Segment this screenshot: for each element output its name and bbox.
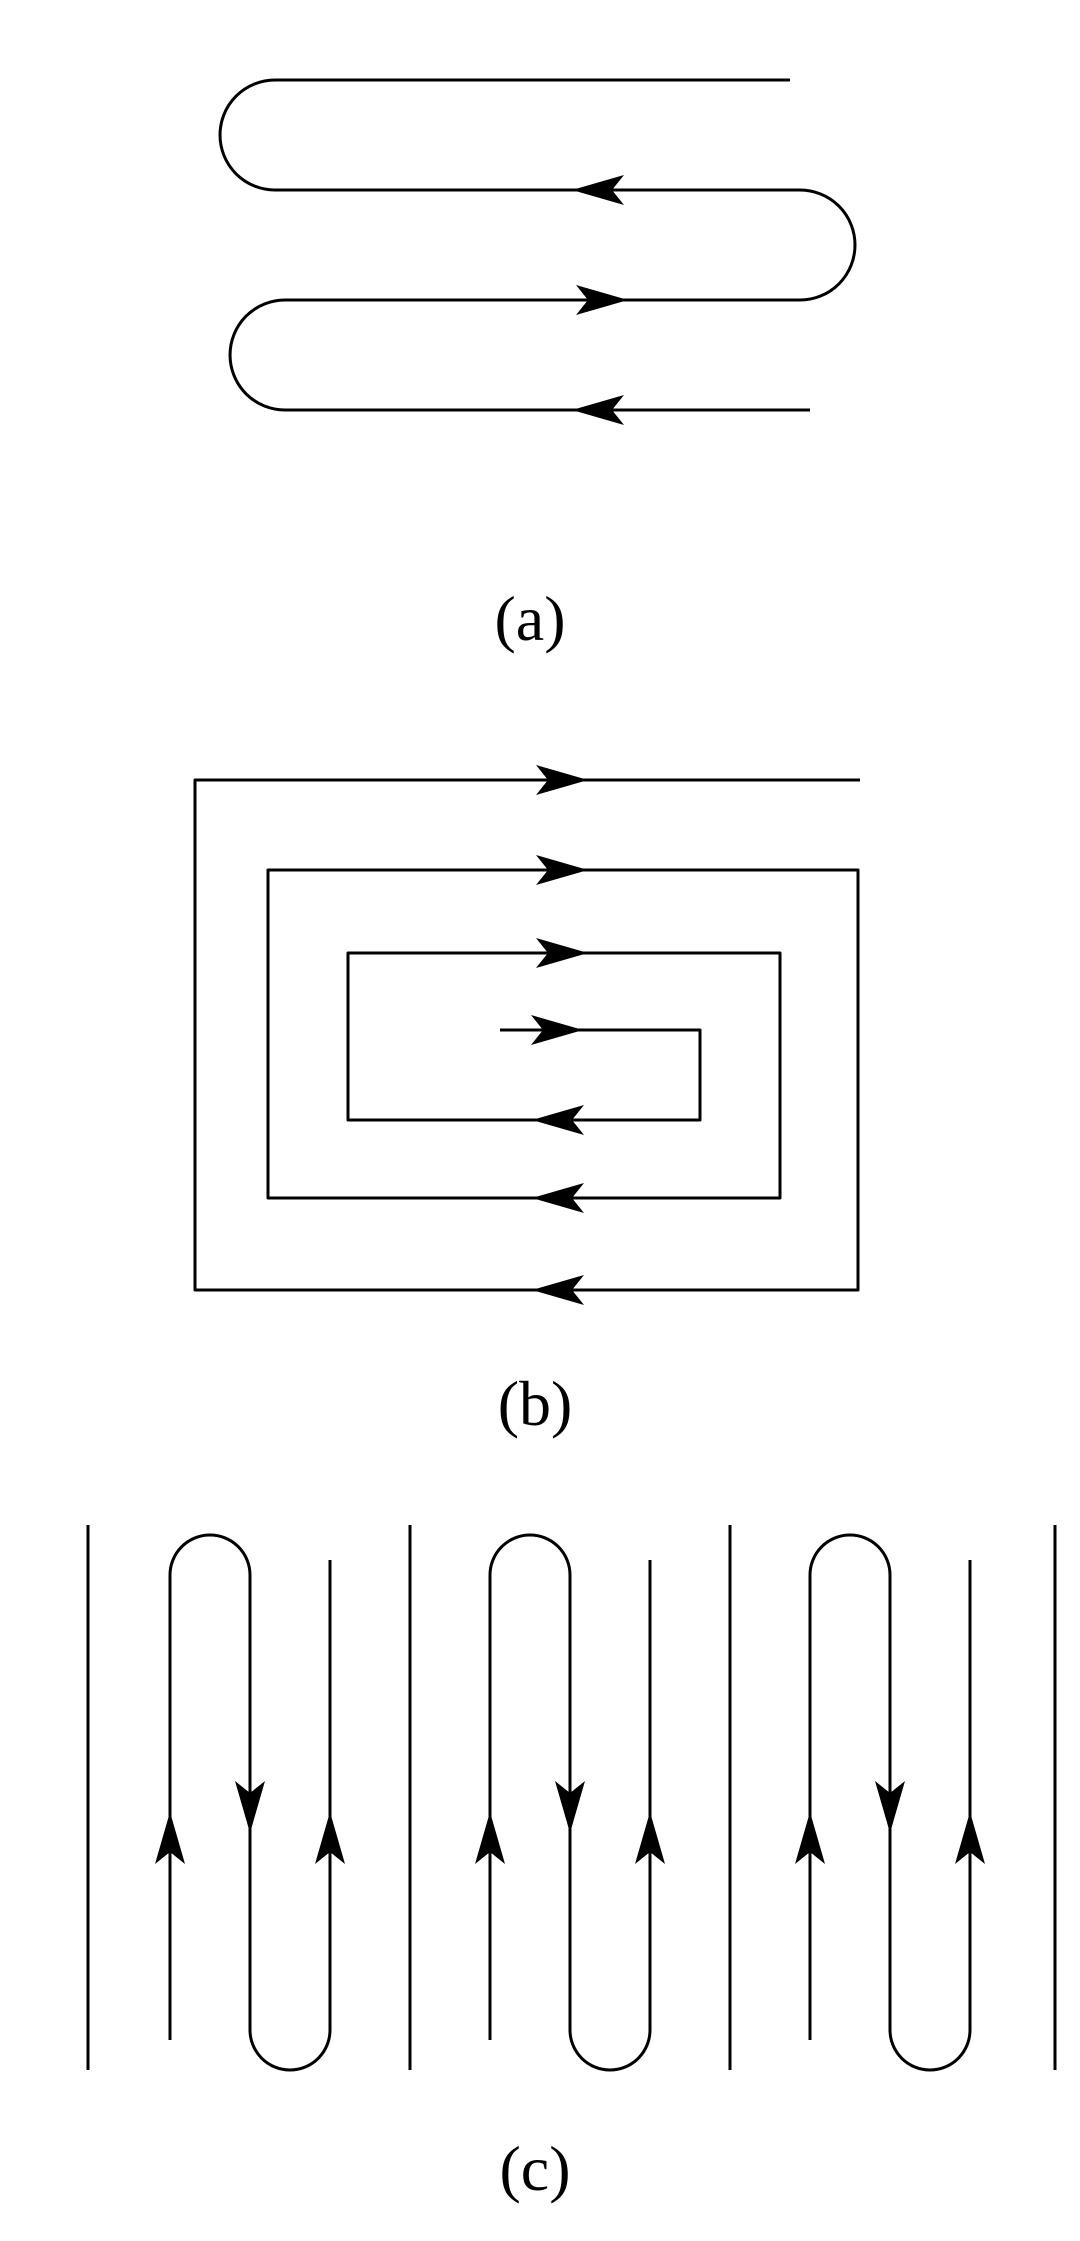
panel-b: (b) (193, 765, 860, 1439)
caption-c: (c) (499, 2133, 570, 2204)
panel-a: (a) (218, 78, 857, 654)
rectangular-spiral-path (193, 778, 860, 1292)
caption-a: (a) (494, 583, 565, 654)
panel-c: (c) (86, 1525, 1057, 2204)
caption-b: (b) (498, 1368, 573, 1439)
serpentine-path (218, 78, 857, 412)
